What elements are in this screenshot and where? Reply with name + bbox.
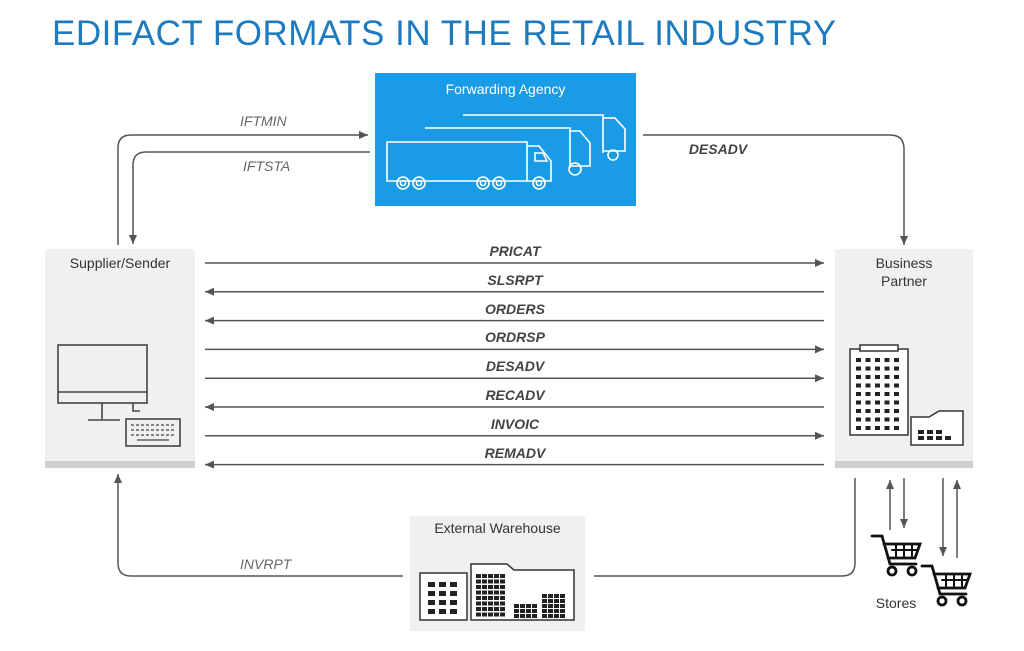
supplier-box: Supplier/Sender	[45, 249, 195, 468]
page-title: EDIFACT FORMATS IN THE RETAIL INDUSTRY	[52, 14, 837, 53]
trucks-icon	[386, 114, 626, 190]
message-label-recadv: RECADV	[485, 387, 545, 403]
forwarding-agency-label: Forwarding Agency	[445, 81, 566, 97]
stores-label: Stores	[875, 595, 917, 611]
computer-icon	[57, 344, 181, 447]
office-building-icon	[849, 344, 964, 446]
message-label-slsrpt: SLSRPT	[487, 271, 543, 288]
external-warehouse-label: External Warehouse	[434, 520, 561, 536]
invrpt-label: INVRPT	[240, 556, 292, 572]
forwarding-agency-box: Forwarding Agency	[375, 73, 636, 206]
business-partner-label-line1: Business	[875, 255, 933, 271]
invrpt-arrow	[114, 474, 403, 577]
message-label-orders: ORDERS	[485, 300, 545, 317]
message-label-desadv: DESADV	[485, 358, 545, 375]
supplier-label: Supplier/Sender	[69, 255, 171, 271]
iftmin-arrow	[117, 131, 368, 245]
desadv-agency-arrow	[643, 134, 908, 245]
iftsta-label: IFTSTA	[243, 158, 291, 174]
shopping-cart-icons	[870, 534, 972, 607]
partner-warehouse-line	[594, 478, 856, 577]
desadv-agency-label: DESADV	[688, 141, 748, 157]
iftmin-label: IFTMIN	[240, 113, 287, 129]
iftsta-arrow	[129, 151, 370, 244]
external-warehouse-box: External Warehouse	[410, 516, 585, 631]
business-partner-label-line2: Partner	[881, 273, 927, 289]
message-label-remadv: REMADV	[484, 444, 546, 461]
business-partner-box: Business Partner	[835, 249, 973, 468]
message-label-pricat: PRICAT	[489, 243, 541, 259]
warehouse-icon	[419, 563, 575, 621]
message-label-invoic: INVOIC	[490, 415, 540, 432]
message-label-ordrsp: ORDRSP	[485, 329, 545, 346]
